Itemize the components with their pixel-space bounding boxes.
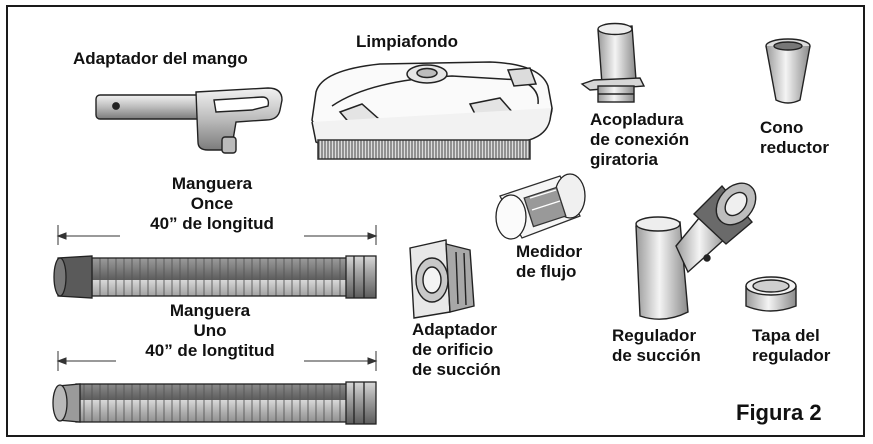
suction-regulator-label: Regulador de succión: [612, 326, 701, 366]
cleaner-label: Limpiafondo: [356, 32, 458, 51]
regulator-cap-line-2: regulador: [752, 346, 831, 365]
hose-one-name-1: Manguera: [169, 301, 251, 320]
swivel-drawing: [580, 22, 646, 103]
swivel-line-3: giratoria: [590, 150, 659, 169]
dimension-lines: [56, 225, 378, 371]
suction-adapter-line-2: de orificio: [412, 340, 494, 359]
hose-eleven-drawing: [53, 255, 377, 299]
handle-adapter-drawing: [95, 87, 283, 154]
suction-adapter-label: Adaptador de orificio de succión: [412, 320, 501, 380]
hose-one-name-2: Uno: [193, 321, 227, 340]
suction-regulator-line-1: Regulador: [612, 326, 697, 345]
reducer-cone-line-2: reductor: [760, 138, 829, 157]
handle-adapter-label: Adaptador del mango: [73, 49, 248, 68]
swivel-label: Acopladura de conexión giratoria: [590, 110, 689, 170]
swivel-line-1: Acopladura: [590, 110, 684, 129]
hose-one-length: 40” de longtitud: [145, 341, 275, 360]
flow-meter-line-1: Medidor: [516, 242, 583, 261]
hose-eleven-length: 40” de longitud: [150, 214, 274, 233]
flow-meter-label: Medidor de flujo: [516, 242, 582, 282]
figure-label: Figura 2: [736, 400, 822, 425]
reducer-cone-label: Cono reductor: [760, 118, 829, 158]
hose-eleven-name-2: Once: [190, 194, 234, 213]
regulator-cap-drawing: [745, 276, 797, 312]
suction-regulator-line-2: de succión: [612, 346, 701, 365]
flow-meter-line-2: de flujo: [516, 262, 577, 281]
hose-eleven-name-1: Manguera: [171, 174, 253, 193]
suction-adapter-line-1: Adaptador: [412, 320, 497, 339]
cleaner-drawing: [311, 61, 553, 160]
suction-regulator-drawing: [635, 182, 757, 320]
hose-eleven-label: Manguera Once 40” de longitud: [112, 174, 312, 234]
suction-adapter-drawing: [409, 239, 475, 319]
suction-adapter-line-3: de succión: [412, 360, 501, 379]
reducer-cone-drawing: [765, 38, 811, 104]
regulator-cap-label: Tapa del regulador: [752, 326, 830, 366]
regulator-cap-line-1: Tapa del: [752, 326, 820, 345]
flow-meter-drawing: [495, 173, 586, 240]
hose-one-label: Manguera Uno 40” de longtitud: [110, 301, 310, 361]
swivel-line-2: de conexión: [590, 130, 690, 149]
hose-one-drawing: [52, 381, 377, 425]
reducer-cone-line-1: Cono: [760, 118, 804, 137]
